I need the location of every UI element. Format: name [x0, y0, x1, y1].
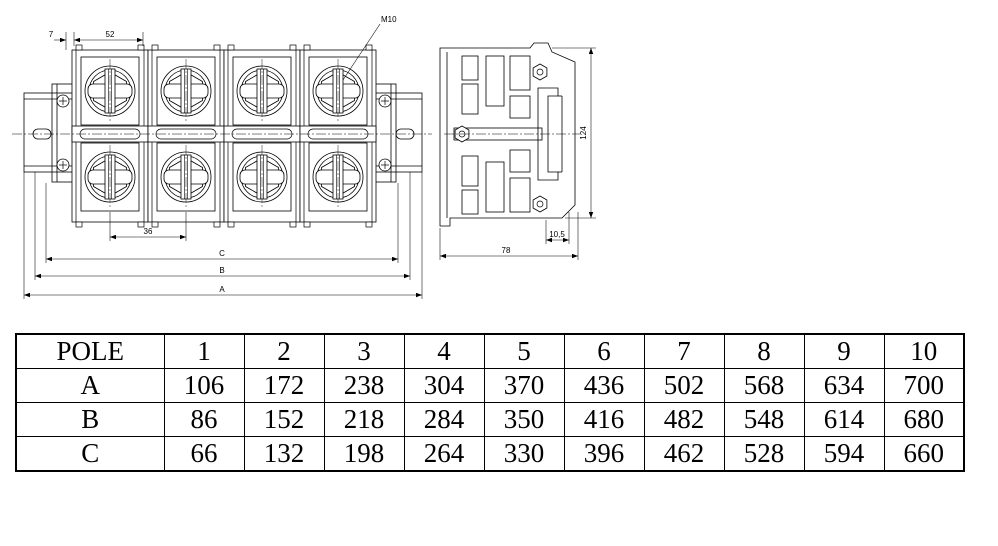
mounting-screw-icon [56, 158, 70, 172]
row-c-pole-4: 264 [403, 436, 485, 472]
pole-module-1 [72, 45, 148, 227]
pole-number-1: 1 [163, 333, 245, 369]
front-view: 7 52 M10 36 C B A [12, 15, 432, 299]
side-view-compartments [461, 55, 531, 215]
dimension-overall: C B A [23, 172, 423, 299]
row-c-pole-3: 198 [323, 436, 405, 472]
dimension-rail-offset: 10,5 [545, 212, 570, 244]
row-a-pole-10: 700 [883, 368, 965, 403]
row-b-pole-1: 86 [163, 402, 245, 437]
row-c-pole-5: 330 [483, 436, 565, 472]
thread-callout: M10 [342, 15, 397, 81]
pole-number-8: 8 [723, 333, 805, 369]
row-a-pole-1: 106 [163, 368, 245, 403]
pole-dimension-table: POLE 1 2 3 4 5 6 7 8 9 10 A 106 172 238 … [15, 333, 965, 472]
pole-number-7: 7 [643, 333, 725, 369]
row-label-c: C [15, 436, 165, 472]
row-a-pole-2: 172 [243, 368, 325, 403]
dimension-label-78: 78 [502, 246, 511, 255]
pole-number-10: 10 [883, 333, 965, 369]
dimension-label-7: 7 [49, 30, 54, 39]
hex-nut-icon [532, 195, 548, 213]
row-c-pole-2: 132 [243, 436, 325, 472]
row-a-pole-7: 502 [643, 368, 725, 403]
side-view: 124 10,5 78 [439, 42, 596, 260]
row-a-pole-3: 238 [323, 368, 405, 403]
row-a-pole-6: 436 [563, 368, 645, 403]
mounting-screw-icon [56, 94, 70, 108]
pole-number-3: 3 [323, 333, 405, 369]
row-b-pole-8: 548 [723, 402, 805, 437]
row-b-pole-7: 482 [643, 402, 725, 437]
dimension-label-36: 36 [144, 227, 153, 236]
table-row-a: A 106 172 238 304 370 436 502 568 634 70… [15, 368, 965, 403]
table-row-b: B 86 152 218 284 350 416 482 548 614 680 [15, 402, 965, 437]
row-c-pole-6: 396 [563, 436, 645, 472]
dimension-label-52: 52 [106, 30, 115, 39]
pole-number-6: 6 [563, 333, 645, 369]
pole-number-9: 9 [803, 333, 885, 369]
thread-label: M10 [381, 15, 397, 24]
row-a-pole-9: 634 [803, 368, 885, 403]
row-c-pole-10: 660 [883, 436, 965, 472]
row-b-pole-3: 218 [323, 402, 405, 437]
pole-module-3 [224, 45, 300, 227]
pole-number-2: 2 [243, 333, 325, 369]
dimension-label-b: B [219, 266, 224, 275]
dimension-height: 124 [552, 47, 596, 219]
row-a-pole-5: 370 [483, 368, 565, 403]
hex-nut-icon [532, 63, 548, 81]
pole-header: POLE [15, 333, 165, 369]
dimension-label-10-5: 10,5 [549, 230, 565, 239]
table-row-c: C 66 132 198 264 330 396 462 528 594 660 [15, 436, 965, 472]
row-c-pole-1: 66 [163, 436, 245, 472]
dimension-depth: 78 [439, 212, 579, 260]
side-view-outline [439, 42, 576, 227]
row-c-pole-9: 594 [803, 436, 885, 472]
dimension-label-124: 124 [579, 126, 588, 140]
mounting-screw-icon [378, 94, 392, 108]
row-a-pole-4: 304 [403, 368, 485, 403]
row-label-b: B [15, 402, 165, 437]
row-label-a: A [15, 368, 165, 403]
dimension-label-c: C [219, 249, 225, 258]
row-c-pole-7: 462 [643, 436, 725, 472]
dimension-top: 7 52 [49, 30, 144, 50]
row-b-pole-10: 680 [883, 402, 965, 437]
table-header-row: POLE 1 2 3 4 5 6 7 8 9 10 [15, 333, 965, 369]
pole-module-2 [148, 45, 224, 227]
mounting-screw-icon [378, 158, 392, 172]
pole-number-4: 4 [403, 333, 485, 369]
row-a-pole-8: 568 [723, 368, 805, 403]
dimension-pitch: 36 [109, 212, 187, 241]
pole-module-4 [300, 45, 376, 227]
dimension-label-a: A [219, 285, 225, 294]
row-c-pole-8: 528 [723, 436, 805, 472]
row-b-pole-4: 284 [403, 402, 485, 437]
terminal-block-drawing: 7 52 M10 36 C B A [12, 15, 596, 299]
row-b-pole-9: 614 [803, 402, 885, 437]
row-b-pole-6: 416 [563, 402, 645, 437]
pole-number-5: 5 [483, 333, 565, 369]
row-b-pole-2: 152 [243, 402, 325, 437]
row-b-pole-5: 350 [483, 402, 565, 437]
